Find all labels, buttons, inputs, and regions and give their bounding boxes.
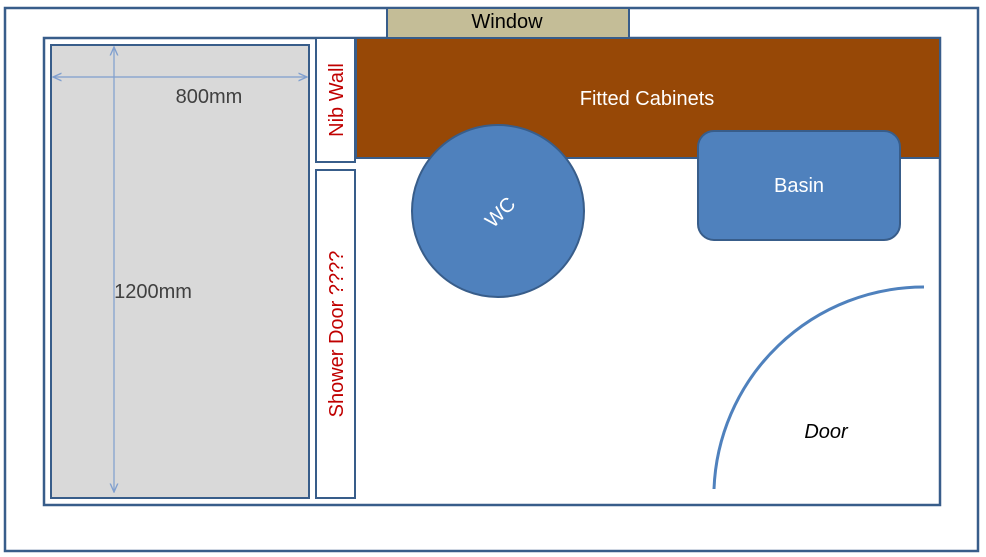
wc-fixture bbox=[411, 124, 585, 298]
shower-tray bbox=[50, 44, 310, 499]
nib-wall bbox=[315, 37, 356, 163]
door-swing-arc bbox=[712, 285, 925, 490]
basin-fixture bbox=[697, 130, 901, 241]
nib-wall-label: Nib Wall bbox=[326, 63, 348, 137]
shower-door-label: Shower Door ???? bbox=[326, 251, 348, 418]
basin-label: Basin bbox=[774, 175, 824, 197]
fitted-cabinets-label: Fitted Cabinets bbox=[580, 88, 715, 110]
shower-door bbox=[315, 169, 356, 499]
shower-length-label: 1200mm bbox=[114, 281, 192, 303]
door-label: Door bbox=[804, 421, 849, 443]
window-label: Window bbox=[471, 11, 543, 33]
shower-width-label: 800mm bbox=[176, 86, 243, 108]
